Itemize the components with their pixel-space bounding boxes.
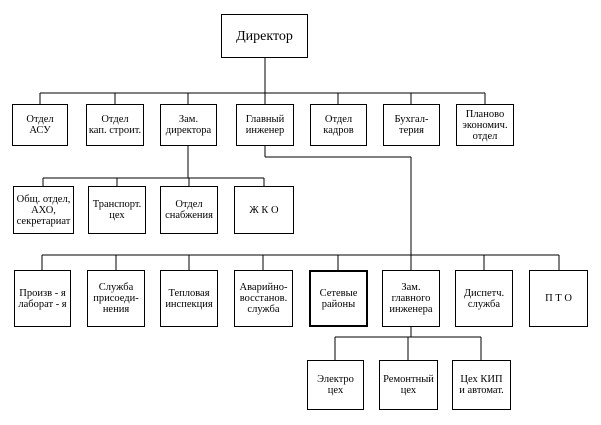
node-director: Директор — [221, 14, 308, 58]
node-teplovaya: Тепловая инспекция — [160, 270, 218, 327]
node-zam-chief-engineer: Зам. главного инженера — [382, 270, 440, 327]
node-buhgalteria: Бухгал- терия — [383, 104, 440, 146]
node-transport: Транспорт. цех — [88, 186, 146, 234]
node-dispetch: Диспетч. служба — [455, 270, 513, 327]
node-obsh-otdel: Общ. отдел, АХО, секретариат — [13, 186, 74, 234]
node-remontny: Ремонтный цех — [379, 360, 438, 410]
node-asu: Отдел АСУ — [12, 104, 68, 146]
node-planovo: Планово экономич. отдел — [456, 104, 514, 146]
node-elektro: Электро цех — [307, 360, 364, 410]
node-avariyno: Аварийно- восстанов. служба — [234, 270, 293, 327]
node-kip: Цех КИП и автомат. — [452, 360, 511, 410]
node-snabzhenie: Отдел снабжения — [160, 186, 218, 234]
node-zhko: Ж К О — [234, 186, 294, 234]
node-setevye: Сетевые районы — [309, 270, 368, 327]
node-kadry: Отдел кадров — [310, 104, 367, 146]
node-chief-engineer: Главный инженер — [236, 104, 294, 146]
node-pto: П Т О — [529, 270, 588, 327]
node-zam-director: Зам. директора — [160, 104, 217, 146]
node-kap-stroit: Отдел кап. строит. — [86, 104, 144, 146]
node-laboratoria: Произв - я лаборат - я — [14, 270, 71, 327]
node-prisoedinenia: Служба присоеди- нения — [87, 270, 145, 327]
